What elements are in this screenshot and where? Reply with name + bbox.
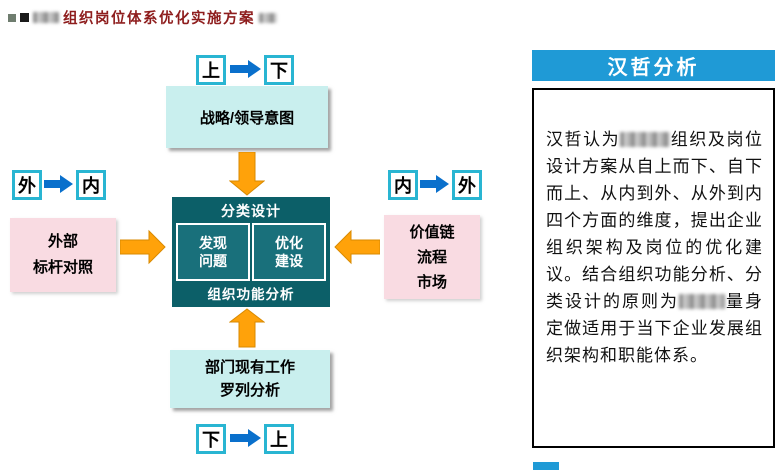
analysis-paragraph: 汉哲认为组织及岗位设计方案从自上而下、自下而上、从内到外、从外到内四个方面的维度… — [534, 90, 773, 369]
find-problems-cell: 发现 问题 — [176, 223, 250, 281]
center-cells: 发现 问题 优化 建设 — [174, 223, 328, 281]
flow-label-top-from: 上 — [196, 55, 226, 85]
orange-up-arrow-icon — [229, 308, 265, 348]
redacted-company-name — [679, 294, 725, 309]
orange-right-arrow-icon — [120, 229, 166, 265]
redacted-title-suffix — [259, 12, 277, 23]
redacted-company-name — [33, 12, 59, 23]
blue-right-arrow-icon — [230, 60, 261, 78]
blue-right-arrow-icon — [230, 429, 261, 447]
flow-label-top-to: 下 — [264, 55, 294, 85]
optimize-build-cell: 优化 建设 — [252, 223, 326, 281]
classification-design-label: 分类设计 — [221, 203, 281, 219]
value-chain-box: 价值链 流程 市场 — [384, 215, 480, 299]
blue-right-arrow-icon — [420, 175, 449, 193]
analysis-text-segment: 组织及岗位设计方案从自上而下、自下而上、从内到外、从外到内四个方面的维度，提出企… — [546, 130, 764, 311]
blue-right-arrow-icon — [44, 175, 73, 193]
analysis-text-segment: 汉哲认为 — [546, 130, 621, 149]
org-function-analysis-label: 组织功能分析 — [207, 287, 295, 302]
logo-square-icon — [20, 13, 29, 22]
page-title: 组织岗位体系优化实施方案 — [63, 11, 255, 27]
analysis-panel: 汉哲认为组织及岗位设计方案从自上而下、自下而上、从内到外、从外到内四个方面的维度… — [532, 88, 775, 448]
strategy-box: 战略/领导意图 — [166, 86, 328, 148]
logo-square-icon — [8, 13, 16, 22]
flow-label-bottom-to: 上 — [264, 424, 294, 454]
flow-label-right-from: 内 — [388, 170, 418, 200]
flow-label-left-from: 外 — [12, 170, 42, 200]
external-benchmark-box: 外部 标杆对照 — [10, 218, 116, 292]
department-work-box: 部门现有工作 罗列分析 — [170, 350, 330, 408]
analysis-text-segment: 量身定做适用于当下企业发展组织架构和职能体系。 — [546, 292, 763, 365]
flow-label-left-to: 内 — [76, 170, 106, 200]
flow-label-right-to: 外 — [452, 170, 482, 200]
analysis-panel-header: 汉哲分析 — [532, 50, 775, 81]
slide-title-row: 组织岗位体系优化实施方案 — [8, 7, 277, 28]
orange-left-arrow-icon — [334, 229, 380, 265]
center-analysis-box: 分类设计 发现 问题 优化 建设 组织功能分析 — [172, 197, 330, 307]
flow-label-bottom-from: 下 — [196, 424, 226, 454]
orange-down-arrow-icon — [229, 152, 265, 196]
footer-accent-bar — [533, 462, 559, 470]
redacted-company-name — [620, 132, 671, 147]
